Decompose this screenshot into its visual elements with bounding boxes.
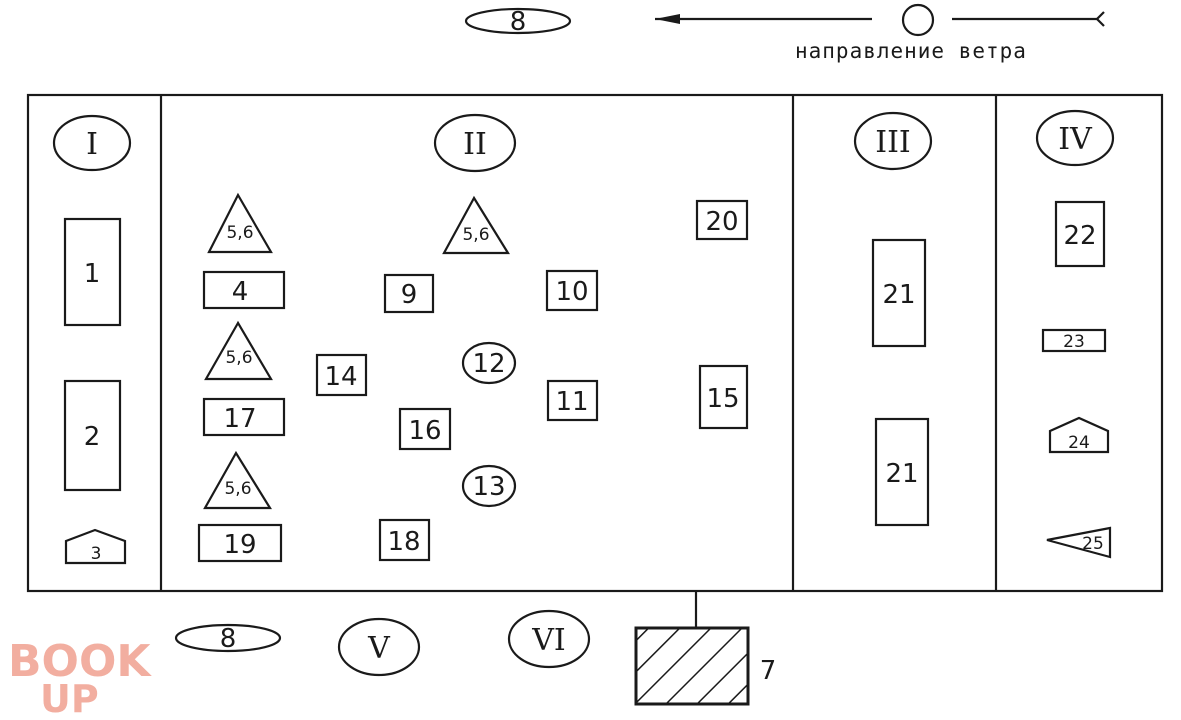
building-10 xyxy=(545,269,599,312)
zone-iv-items: 22 23 24 25 xyxy=(1041,200,1112,559)
triangle-5-6-c xyxy=(204,320,273,381)
below-site-items: 8 7 xyxy=(174,591,777,706)
zone-v-circle xyxy=(337,617,421,677)
building-14-label: 14 xyxy=(324,362,357,392)
triangle-25 xyxy=(1046,526,1112,559)
zone-iii-label: III xyxy=(875,125,911,160)
zone-ii-items: 5,6 5,6 5,6 5,6 4 9 10 12 14 11 17 16 13… xyxy=(197,192,749,563)
triangle-5-6-a-label: 5,6 xyxy=(226,223,253,243)
building-19-label: 19 xyxy=(223,530,256,560)
building-4-label: 4 xyxy=(232,277,249,307)
logo-line-2: UP xyxy=(40,677,99,720)
pentagon-24-label: 24 xyxy=(1068,433,1090,453)
wind-arrow-tail-icon xyxy=(1095,11,1105,27)
building-10-label: 10 xyxy=(555,277,588,307)
building-1-label: 1 xyxy=(84,259,101,289)
bottom-ellipse-8 xyxy=(174,623,282,653)
building-11-label: 11 xyxy=(555,387,588,417)
building-15-label: 15 xyxy=(706,384,739,414)
wind-arrow-head-icon xyxy=(655,14,680,24)
bookup-logo: BOOK UP xyxy=(8,636,152,720)
building-20-label: 20 xyxy=(705,207,738,237)
building-17-label: 17 xyxy=(223,404,256,434)
building-23 xyxy=(1041,328,1107,353)
top-ellipse-label: 8 xyxy=(510,7,527,37)
building-21-b xyxy=(874,417,930,527)
triangle-5-6-b xyxy=(442,195,510,255)
zone-iii-items: 21 21 xyxy=(871,238,930,527)
pentagon-24 xyxy=(1048,416,1110,454)
zone-vi-label: VI xyxy=(531,623,566,658)
zone-i-label: I xyxy=(86,127,98,162)
building-2-label: 2 xyxy=(84,422,101,452)
building-20 xyxy=(695,199,749,241)
building-21-a-label: 21 xyxy=(882,280,915,310)
hatched-building-7-label: 7 xyxy=(760,656,777,686)
building-9-label: 9 xyxy=(401,280,418,310)
circle-12 xyxy=(461,341,517,385)
zone-i-items: 1 2 3 xyxy=(63,217,127,565)
zone-i-circle xyxy=(52,114,132,172)
bottom-ellipse-8-label: 8 xyxy=(220,624,237,654)
building-11 xyxy=(546,379,599,422)
building-9 xyxy=(383,273,435,314)
building-18 xyxy=(378,518,431,562)
building-22 xyxy=(1054,200,1106,268)
wind-caption: направление ветра xyxy=(795,39,1027,63)
building-18-label: 18 xyxy=(387,527,420,557)
triangle-5-6-d-label: 5,6 xyxy=(224,479,251,499)
zone-ii-circle xyxy=(433,113,517,173)
top-ellipse-8 xyxy=(464,7,572,35)
building-23-label: 23 xyxy=(1063,332,1085,352)
circle-12-label: 12 xyxy=(472,349,505,379)
pentagon-3-label: 3 xyxy=(91,544,102,564)
triangle-25-label: 25 xyxy=(1082,534,1104,554)
zone-labels: I II III IV V VI xyxy=(52,109,1115,677)
building-15 xyxy=(698,364,749,430)
triangle-5-6-c-label: 5,6 xyxy=(225,348,252,368)
building-21-a xyxy=(871,238,927,348)
site-outer-frame xyxy=(26,93,1164,593)
wind-circle-icon xyxy=(901,3,935,37)
building-1 xyxy=(63,217,122,327)
building-2 xyxy=(63,379,122,492)
triangle-5-6-b-label: 5,6 xyxy=(462,225,489,245)
zone-ii-label: II xyxy=(463,127,487,162)
zone-iv-circle xyxy=(1035,109,1115,167)
building-16 xyxy=(398,407,452,451)
wind-header: 8 направление ветра xyxy=(464,3,1105,63)
hatched-building-7 xyxy=(634,626,750,706)
triangle-5-6-d xyxy=(203,450,272,510)
zone-v-label: V xyxy=(367,631,391,666)
circle-13 xyxy=(461,464,517,508)
building-17 xyxy=(202,397,286,437)
zone-vi-circle xyxy=(507,609,591,669)
logo-line-1: BOOK xyxy=(8,636,152,687)
zone-iv-label: IV xyxy=(1058,122,1093,157)
building-22-label: 22 xyxy=(1063,221,1096,251)
pentagon-3 xyxy=(64,528,127,565)
zone-iii-circle xyxy=(853,111,933,171)
building-4 xyxy=(202,270,286,310)
circle-13-label: 13 xyxy=(472,472,505,502)
building-14 xyxy=(315,353,368,397)
building-21-b-label: 21 xyxy=(885,459,918,489)
building-16-label: 16 xyxy=(408,416,441,446)
building-19 xyxy=(197,523,283,563)
triangle-5-6-a xyxy=(207,192,273,254)
